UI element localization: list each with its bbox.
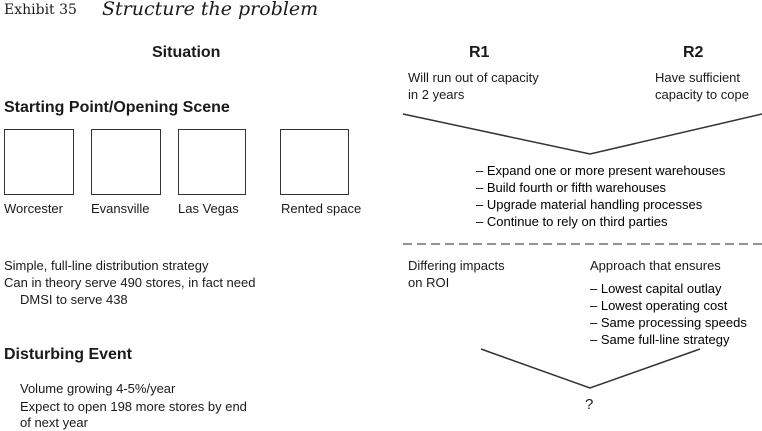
r1-label: R1 bbox=[469, 44, 490, 61]
warehouse-box-rented-space bbox=[280, 129, 349, 195]
event-line: of next year bbox=[20, 415, 88, 430]
exhibit-label: Exhibit 35 bbox=[4, 2, 77, 18]
warehouse-label-las-vegas: Las Vegas bbox=[178, 201, 239, 216]
criteria-item: – Same full-line strategy bbox=[590, 332, 730, 347]
option-item: – Upgrade material handling processes bbox=[476, 197, 703, 212]
r1-line: in 2 years bbox=[408, 87, 465, 102]
warehouse-label-rented-space: Rented space bbox=[281, 201, 362, 216]
event-line: Volume growing 4-5%/year bbox=[20, 381, 176, 396]
strategy-line: Simple, full-line distribution strategy bbox=[4, 258, 209, 273]
strategy-line: Can in theory serve 490 stores, in fact … bbox=[4, 275, 256, 290]
criteria-item: – Lowest capital outlay bbox=[590, 281, 722, 296]
r1-line: Will run out of capacity bbox=[408, 70, 539, 85]
criteria-item: – Lowest operating cost bbox=[590, 298, 728, 313]
strategy-line: DMSI to serve 438 bbox=[20, 292, 128, 307]
r2-line: Have sufficient bbox=[655, 70, 741, 85]
warehouse-box-worcester bbox=[4, 129, 74, 195]
warehouse-label-evansville: Evansville bbox=[91, 201, 150, 216]
criteria-item: – Same processing speeds bbox=[590, 315, 747, 330]
option-item: – Build fourth or fifth warehouses bbox=[476, 180, 667, 195]
bottom-chevron bbox=[480, 348, 701, 389]
r2-line: capacity to cope bbox=[655, 87, 749, 102]
question-mark: ? bbox=[585, 396, 594, 413]
approach-heading: Approach that ensures bbox=[590, 258, 721, 273]
warehouse-label-worcester: Worcester bbox=[4, 201, 63, 216]
impacts-line: on ROI bbox=[408, 275, 450, 290]
option-item: – Expand one or more present warehouses bbox=[476, 163, 726, 178]
event-line: Expect to open 198 more stores by end bbox=[20, 399, 247, 414]
starting-point-heading: Starting Point/Opening Scene bbox=[4, 99, 230, 116]
warehouse-box-las-vegas bbox=[178, 129, 246, 195]
situation-heading: Situation bbox=[152, 44, 221, 61]
top-chevron bbox=[402, 113, 762, 155]
option-item: – Continue to rely on third parties bbox=[476, 214, 668, 229]
warehouse-box-evansville bbox=[91, 129, 161, 195]
impacts-line: Differing impacts bbox=[408, 258, 505, 273]
r2-label: R2 bbox=[683, 44, 704, 61]
exhibit-title: Structure the problem bbox=[102, 0, 319, 20]
disturbing-event-heading: Disturbing Event bbox=[4, 346, 133, 363]
